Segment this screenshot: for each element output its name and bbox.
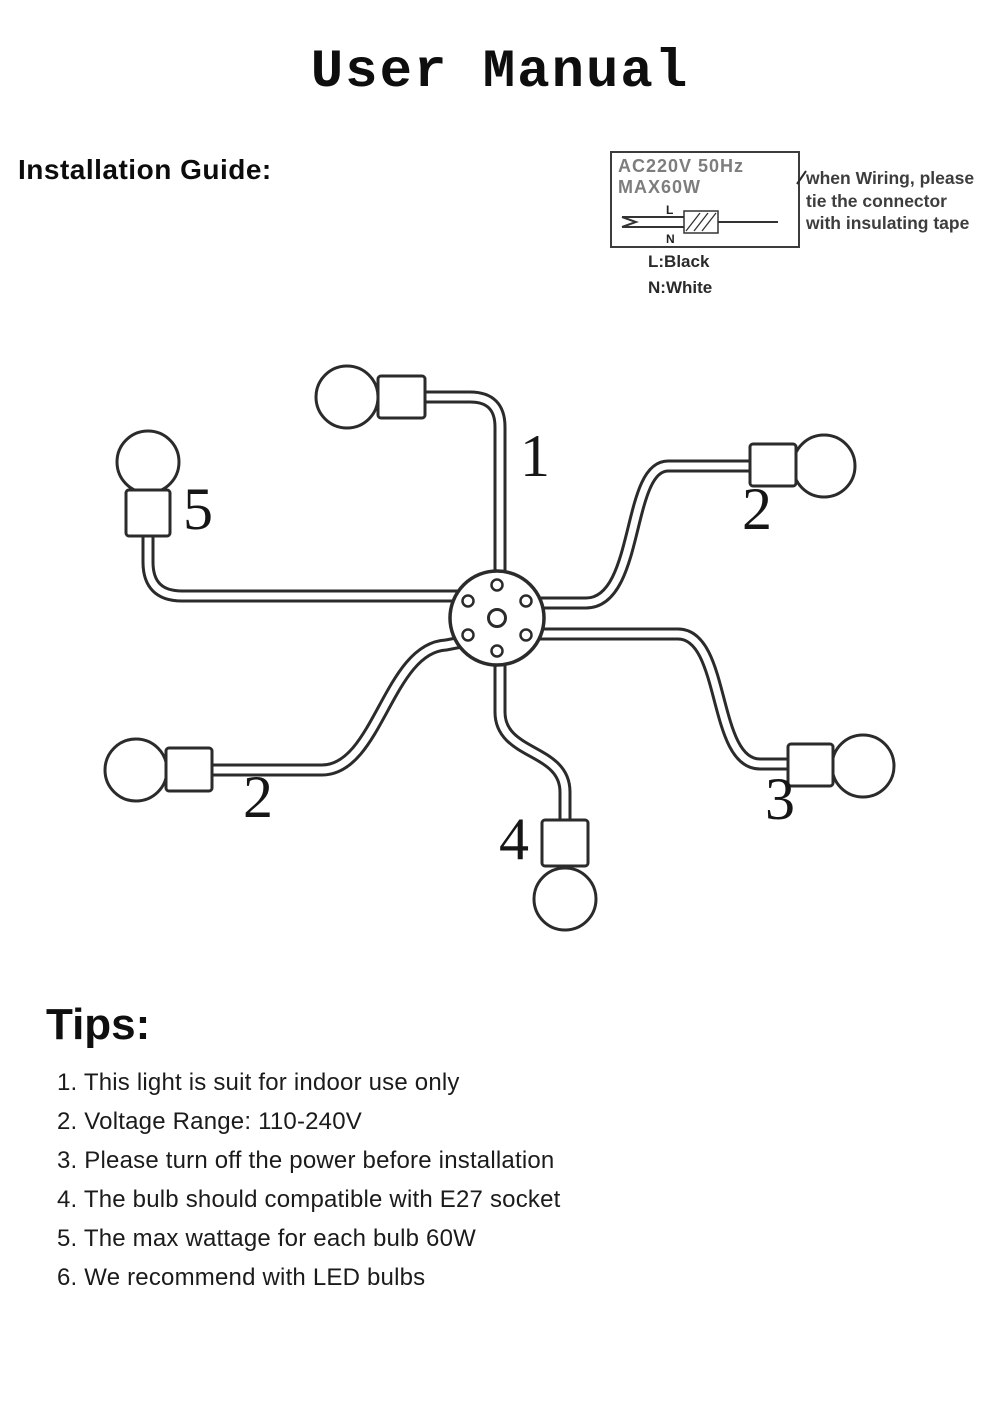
wiring-warning: when Wiring, please tie the connector wi…: [806, 167, 974, 235]
spec-rating-line2: MAX60W: [618, 177, 702, 197]
mounting-hole: [461, 594, 475, 608]
ceiling-canopy: [448, 569, 546, 667]
bulb-bottom-left: [103, 737, 169, 803]
center-outlet: [487, 608, 507, 628]
tip-item: 4. The bulb should compatible with E27 s…: [57, 1186, 561, 1213]
mounting-hole: [519, 628, 533, 642]
mounting-hole: [490, 644, 504, 658]
legend-l-black: L:Black: [648, 252, 710, 271]
bulb-bottom-right: [830, 733, 896, 799]
arm-label-2-bottom-left: 2: [243, 764, 273, 830]
arm-top-left: [141, 532, 462, 603]
spec-rating-line1: AC220V 50Hz: [618, 156, 745, 176]
arm-label-1: 1: [520, 423, 550, 489]
tip-item: 2. Voltage Range: 110-240V: [57, 1108, 362, 1135]
spec-box: AC220V 50Hz MAX60W L N: [610, 151, 800, 248]
tip-item: 6. We recommend with LED bulbs: [57, 1264, 426, 1291]
socket-top-left: [124, 488, 172, 538]
warning-line-2: tie the connector: [806, 190, 947, 211]
installation-guide-heading: Installation Guide:: [18, 154, 272, 185]
arm-label-5: 5: [183, 476, 213, 542]
socket-bottom: [540, 818, 590, 868]
mounting-hole: [490, 578, 504, 592]
socket-top-right: [748, 442, 798, 488]
tips-heading: Tips:: [46, 1000, 151, 1049]
bulb-top: [314, 364, 380, 430]
socket-top: [376, 374, 427, 420]
warning-line-1: when Wiring, please: [806, 168, 975, 188]
socket-bottom-left: [164, 746, 214, 793]
bulb-bottom: [532, 866, 598, 932]
arm-bottom: [493, 655, 572, 824]
tips-list: 1. This light is suit for indoor use onl…: [57, 1070, 561, 1304]
wiring-connector-icon: L N: [621, 203, 778, 245]
wire-l-label: L: [666, 203, 673, 217]
arm-label-3: 3: [765, 766, 795, 832]
warning-line-3: with insulating tape: [806, 213, 970, 233]
bulb-top-right: [791, 433, 857, 499]
mounting-hole: [519, 594, 533, 608]
arm-top: [402, 390, 507, 585]
tip-item: 5. The max wattage for each bulb 60W: [57, 1225, 476, 1252]
arm-label-2-top-right: 2: [742, 476, 772, 542]
bulb-top-left: [115, 429, 181, 495]
socket-bottom-right: [786, 742, 835, 788]
tip-item: 3. Please turn off the power before inst…: [57, 1147, 555, 1174]
page-title: User Manual: [310, 42, 690, 103]
wire-color-legend: L:Black N:White: [648, 249, 712, 301]
leader-tick: [796, 170, 807, 185]
wire-n-label: N: [666, 232, 675, 245]
arm-bottom-right: [534, 627, 794, 771]
tip-item: 1. This light is suit for indoor use onl…: [57, 1069, 460, 1096]
mounting-hole: [461, 628, 475, 642]
arm-bottom-left: [210, 633, 474, 777]
arm-top-right: [532, 459, 754, 610]
legend-n-white: N:White: [648, 278, 713, 297]
arm-label-4: 4: [499, 806, 529, 872]
